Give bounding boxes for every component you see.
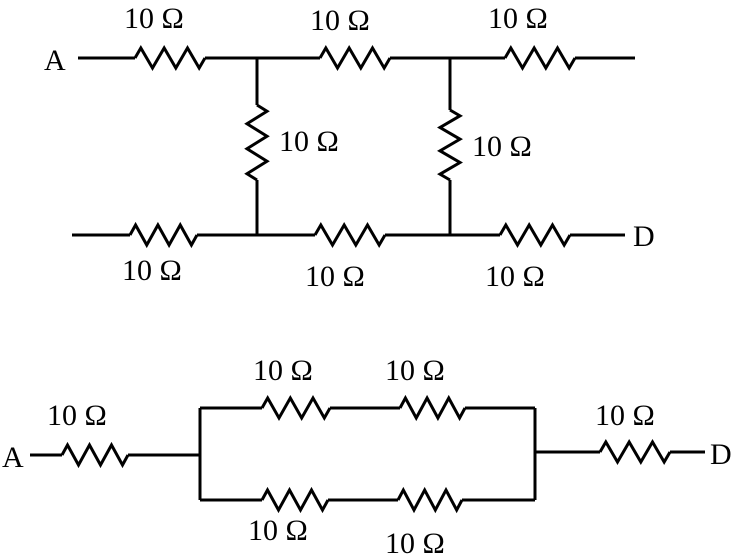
resistor-label: 10 Ω <box>279 125 339 158</box>
resistor <box>128 221 199 249</box>
resistor <box>244 103 270 182</box>
node-d-label: D <box>710 438 732 471</box>
resistor-label: 10 Ω <box>385 527 445 559</box>
resistor-label: 10 Ω <box>485 260 545 293</box>
bottom-circuit: A D 10 Ω 10 Ω 10 Ω 10 Ω 10 Ω 10 Ω <box>2 354 732 559</box>
resistor <box>318 45 392 71</box>
resistor <box>133 45 207 71</box>
node-a-label: A <box>44 44 66 77</box>
resistor <box>260 486 330 514</box>
resistor-label: 10 Ω <box>253 354 313 387</box>
resistor-label: 10 Ω <box>122 254 182 287</box>
resistor-label: 10 Ω <box>305 260 365 293</box>
resistor-label: 10 Ω <box>248 514 308 547</box>
resistor-label: 10 Ω <box>310 4 370 37</box>
resistor <box>60 441 130 469</box>
resistor <box>313 222 387 248</box>
resistor-label: 10 Ω <box>595 399 655 432</box>
top-circuit: A D 10 Ω 10 Ω 10 Ω 10 Ω 10 Ω 10 Ω 10 Ω 1… <box>44 2 655 293</box>
resistor <box>437 108 463 182</box>
resistor <box>260 394 332 422</box>
resistor-label: 10 Ω <box>47 399 107 432</box>
resistor-label: 10 Ω <box>488 2 548 35</box>
resistor <box>396 486 464 514</box>
resistor-label: 10 Ω <box>124 2 184 35</box>
resistor <box>498 222 572 248</box>
resistor <box>503 45 577 71</box>
node-a-label: A <box>2 441 24 474</box>
node-d-label: D <box>633 220 655 253</box>
resistor <box>598 439 672 465</box>
resistor-label: 10 Ω <box>385 354 445 387</box>
resistor <box>398 394 467 422</box>
resistor-label: 10 Ω <box>472 130 532 163</box>
